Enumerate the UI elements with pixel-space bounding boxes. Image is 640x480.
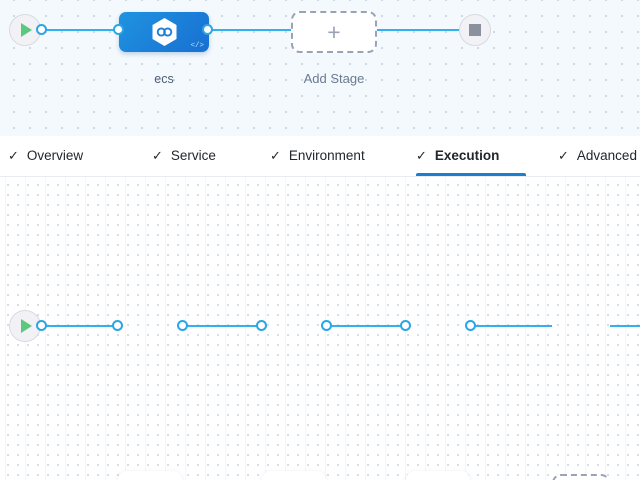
stage-start-port[interactable]: [36, 24, 47, 35]
stage-in-port[interactable]: [113, 24, 124, 35]
add-stage-button[interactable]: +: [291, 11, 377, 53]
execution-start-node[interactable]: [9, 310, 41, 342]
step-3-in-port[interactable]: [400, 320, 411, 331]
step-connector-1: [40, 325, 118, 327]
harness-hexagon-icon: [151, 17, 178, 47]
execution-start-port[interactable]: [36, 320, 47, 331]
tab-execution[interactable]: ✓ Execution: [416, 135, 526, 176]
plus-icon: +: [327, 18, 341, 45]
tab-environment-label: Environment: [288, 148, 365, 163]
tab-execution-label: Execution: [434, 148, 500, 163]
step-connector-4: [470, 325, 552, 327]
stop-square-icon: [469, 24, 481, 36]
pipeline-end-node[interactable]: [459, 14, 491, 46]
step-2-out-port[interactable]: [321, 320, 332, 331]
step-1-in-port[interactable]: [112, 320, 123, 331]
play-icon: [21, 319, 32, 333]
add-step-button[interactable]: +: [552, 474, 610, 480]
play-icon: [21, 23, 32, 37]
step-3-out-port[interactable]: [465, 320, 476, 331]
step-connector-2: [182, 325, 262, 327]
stage-out-port[interactable]: [202, 24, 213, 35]
check-icon: ✓: [8, 148, 19, 163]
stage-label-ecs: ecs: [154, 72, 174, 86]
add-stage-label: Add Stage: [303, 71, 365, 86]
step-1-out-port[interactable]: [177, 320, 188, 331]
step-connector-3: [326, 325, 406, 327]
tab-advanced-label: Advanced: [576, 148, 637, 163]
tab-advanced[interactable]: ✓ Advanced: [558, 135, 640, 176]
stage-config-tabs: ✓ Overview ✓ Service ✓ Environment ✓ Exe…: [0, 136, 640, 177]
stage-connector-1: [40, 29, 126, 31]
stage-connector-3: [372, 29, 468, 31]
stage-code-icon: </>: [190, 42, 204, 50]
stage-node-ecs[interactable]: </>: [119, 12, 209, 52]
tab-service-label: Service: [170, 148, 216, 163]
step-node-50-percent-traffic-increase[interactable]: </>: [262, 471, 326, 480]
step-connector-5: [610, 325, 640, 327]
tab-service[interactable]: ✓ Service: [152, 135, 232, 176]
stage-canvas[interactable]: </> ecs + Add Stage: [0, 0, 640, 136]
stage-connector-2: [204, 29, 296, 31]
check-icon: ✓: [558, 148, 569, 163]
step-node-100-percentage-traffic-increase[interactable]: </>: [406, 471, 470, 480]
tab-environment[interactable]: ✓ Environment: [270, 135, 390, 176]
tab-overview[interactable]: ✓ Overview: [8, 135, 100, 176]
pipeline-start-node[interactable]: [9, 14, 41, 46]
step-node-ecs-service-setup[interactable]: </>: [118, 471, 182, 480]
check-icon: ✓: [152, 148, 163, 163]
check-icon: ✓: [416, 148, 427, 163]
check-icon: ✓: [270, 148, 281, 163]
execution-canvas[interactable]: </> ECS Service Setup </> 50 Perce: [0, 177, 640, 480]
tab-overview-label: Overview: [26, 148, 84, 163]
step-2-in-port[interactable]: [256, 320, 267, 331]
